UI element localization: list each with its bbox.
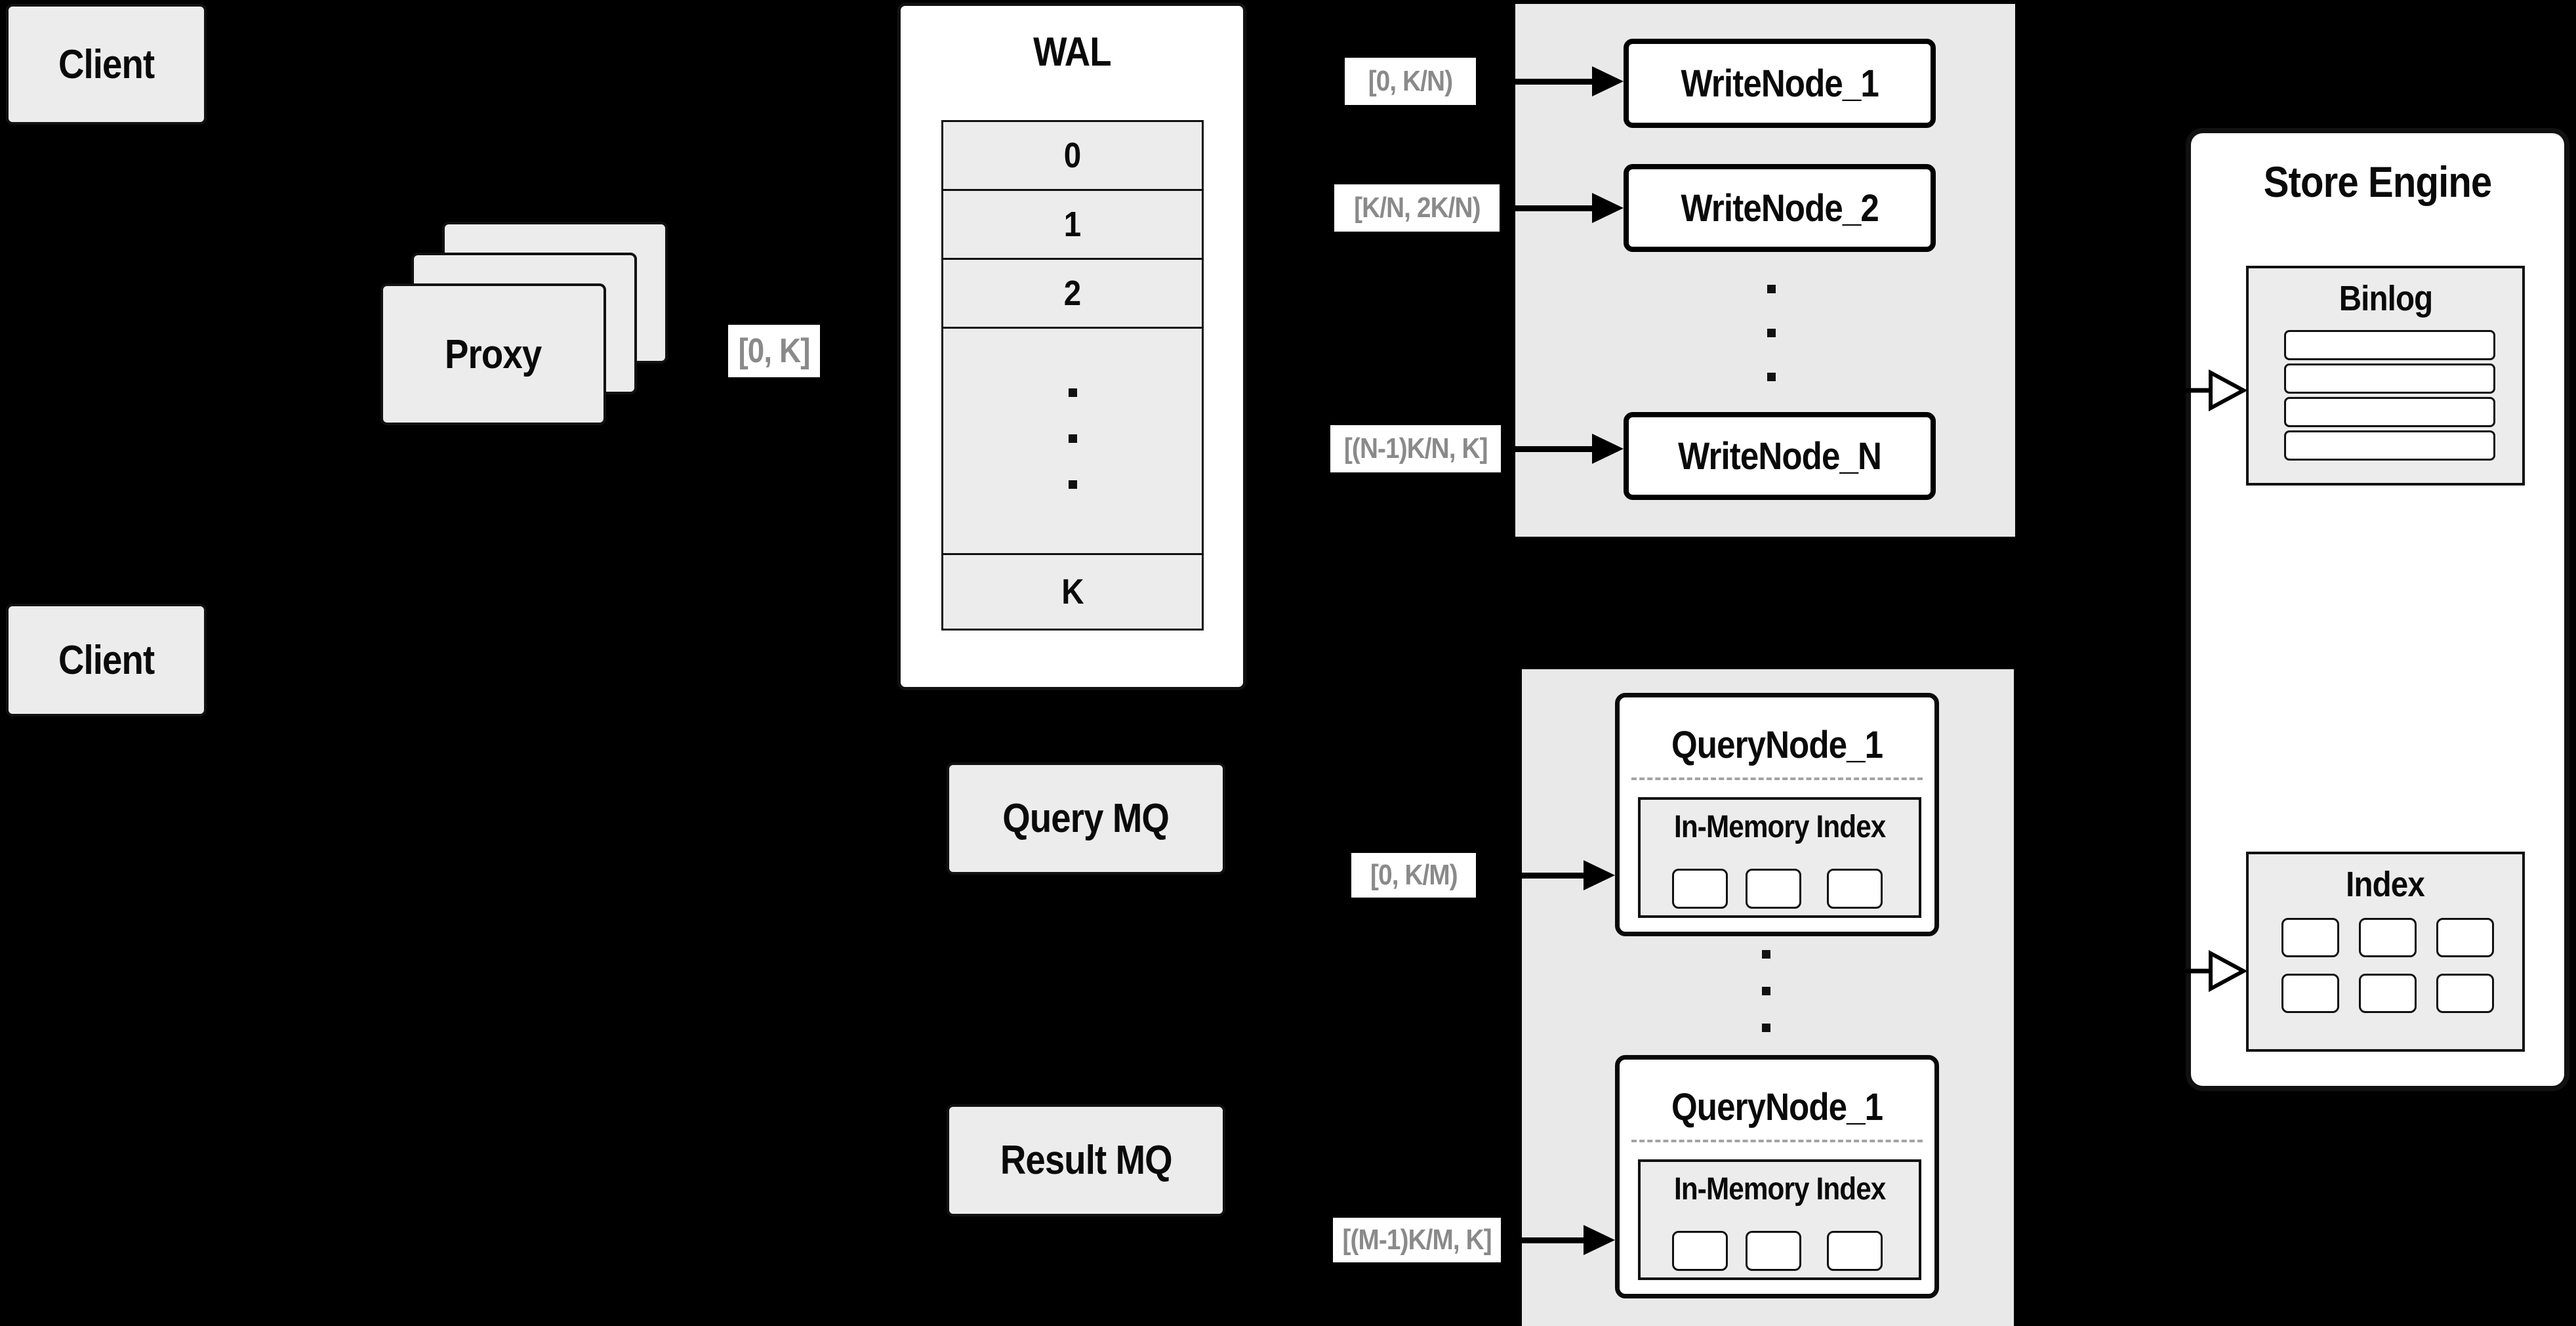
index-cell-2 [2359, 918, 2417, 957]
client-box-bottom: Client [6, 604, 207, 716]
segment-cell-top-2 [1746, 869, 1801, 909]
result-mq-box: Result MQ [947, 1104, 1225, 1216]
query-node-top-divider [1631, 777, 1923, 780]
binlog-row-1 [2284, 330, 2495, 360]
client-bottom-label: Client [58, 637, 155, 683]
wal-title-row: WAL [901, 26, 1243, 78]
proxy-box-front: Proxy [380, 283, 606, 425]
client-box-top: Client [6, 4, 207, 125]
query-node-bottom-box: QueryNode_1 In-Memory Index [1615, 1055, 1939, 1298]
range-label-write-2: [K/N, 2K/N) [1334, 184, 1500, 232]
arrow-head-query-m [1584, 1225, 1615, 1255]
in-memory-index-title-top: In-Memory Index [1673, 809, 1886, 844]
arrow-shaft-query-m [1501, 1237, 1589, 1243]
arrow-head-write-2 [1592, 193, 1624, 223]
in-memory-index-box-top: In-Memory Index [1638, 797, 1921, 918]
segment-cell-bottom-2 [1746, 1231, 1801, 1271]
range-label-query-1: [0, K/M) [1351, 853, 1476, 898]
write-ellipsis-dot-2 [1767, 329, 1776, 337]
binlog-row-2 [2284, 363, 2495, 394]
query-node-top-title: QueryNode_1 [1671, 723, 1883, 766]
arrow-head-write-n [1592, 434, 1624, 464]
segment-cell-top-1 [1672, 869, 1728, 909]
index-cell-3 [2436, 918, 2494, 957]
index-cell-4 [2281, 974, 2339, 1013]
query-node-bottom-divider [1631, 1140, 1923, 1142]
store-engine-title: Store Engine [2263, 157, 2493, 206]
query-ellipsis-dot-1 [1762, 950, 1770, 959]
result-mq-label: Result MQ [1000, 1138, 1173, 1183]
wal-title: WAL [1032, 29, 1111, 75]
binlog-row-4 [2284, 430, 2495, 461]
wal-row-k: K [941, 553, 1204, 631]
wal-container: WAL 0 1 2 K [897, 3, 1246, 690]
open-arrow-to-index-icon [2158, 949, 2247, 993]
range-label-write-1: [0, K/N) [1345, 58, 1476, 105]
binlog-box: Binlog [2246, 266, 2525, 486]
wal-segment-table: 0 1 2 K [941, 120, 1204, 633]
range-label-query-m: [(M-1)K/M, K] [1333, 1218, 1501, 1262]
segment-cell-bottom-1 [1672, 1231, 1728, 1271]
arrow-head-write-1 [1592, 66, 1624, 96]
range-label-proxy-out: [0, K] [728, 325, 820, 377]
client-top-label: Client [58, 41, 155, 87]
index-title: Index [2346, 865, 2426, 904]
wal-row-0: 0 [941, 120, 1204, 191]
store-engine-panel: Store Engine Binlog Index [2186, 128, 2569, 1091]
index-cell-1 [2281, 918, 2339, 957]
arrow-shaft-write-2 [1500, 205, 1598, 211]
query-node-top-box: QueryNode_1 In-Memory Index [1615, 693, 1939, 936]
arrow-shaft-write-n [1501, 446, 1598, 452]
query-mq-box: Query MQ [947, 762, 1225, 875]
write-node-n-box: WriteNode_N [1624, 412, 1936, 500]
open-arrow-to-binlog-icon [2158, 369, 2247, 412]
arrow-head-query-1 [1584, 860, 1615, 890]
in-memory-index-box-bottom: In-Memory Index [1638, 1159, 1921, 1280]
range-label-write-n: [(N-1)K/N, K] [1330, 425, 1501, 472]
wal-row-1: 1 [941, 189, 1204, 260]
segment-cell-bottom-3 [1827, 1231, 1883, 1271]
proxy-label: Proxy [445, 331, 542, 377]
index-box: Index [2246, 852, 2525, 1052]
write-node-1-box: WriteNode_1 [1624, 39, 1936, 128]
binlog-title: Binlog [2339, 279, 2432, 318]
write-ellipsis-dot-1 [1767, 285, 1776, 293]
query-node-bottom-title: QueryNode_1 [1671, 1085, 1883, 1129]
store-engine-title-row: Store Engine [2191, 154, 2564, 209]
arrow-shaft-query-1 [1476, 873, 1589, 879]
segment-cell-top-3 [1827, 869, 1883, 909]
write-node-2-box: WriteNode_2 [1624, 164, 1936, 252]
write-ellipsis-dot-3 [1767, 373, 1776, 381]
arrow-shaft-write-1 [1476, 79, 1598, 85]
binlog-row-3 [2284, 397, 2495, 427]
wal-row-ellipsis [941, 327, 1204, 555]
query-ellipsis-dot-2 [1762, 987, 1770, 995]
index-cell-6 [2436, 974, 2494, 1013]
in-memory-index-title-bottom: In-Memory Index [1673, 1171, 1886, 1207]
index-cell-5 [2359, 974, 2417, 1013]
wal-row-2: 2 [941, 258, 1204, 329]
query-ellipsis-dot-3 [1762, 1024, 1770, 1032]
query-mq-label: Query MQ [1002, 796, 1170, 841]
wal-ellipsis-dots [1068, 388, 1077, 493]
